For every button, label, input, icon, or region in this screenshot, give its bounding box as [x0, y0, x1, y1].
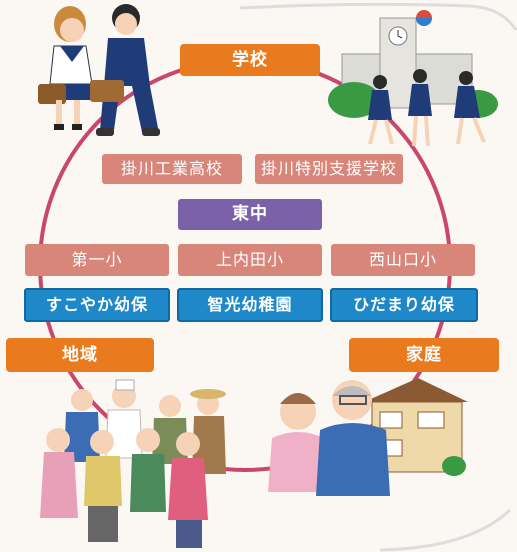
- high-school-label-kakegawa-kogyo: 掛川工業高校: [102, 154, 242, 184]
- home-hub-label: 家庭: [349, 338, 499, 372]
- elementary-label-nishiyamaguchi: 西山口小: [331, 244, 475, 276]
- school-building-illustration: [328, 10, 498, 147]
- community-hub-label: 地域: [6, 338, 154, 372]
- elementary-label-kamiuchida: 上内田小: [178, 244, 322, 276]
- school-hub-label: 学校: [180, 44, 320, 76]
- students-walking-illustration: [38, 4, 160, 136]
- page-curl-bottom-decoration: [380, 508, 512, 552]
- elementary-label-daiichi: 第一小: [25, 244, 169, 276]
- nursery-label-hidamari: ひだまり幼保: [330, 288, 478, 322]
- family-house-illustration: [268, 378, 468, 496]
- high-school-label-kakegawa-tokubetsu: 掛川特別支援学校: [255, 154, 403, 184]
- nursery-label-sukoyaka: すこやか幼保: [24, 288, 170, 322]
- community-people-illustration: [40, 379, 226, 548]
- junior-high-label: 東中: [178, 199, 322, 230]
- nursery-label-chiko: 智光幼稚園: [177, 288, 323, 322]
- page-curl-top-decoration: [240, 2, 517, 31]
